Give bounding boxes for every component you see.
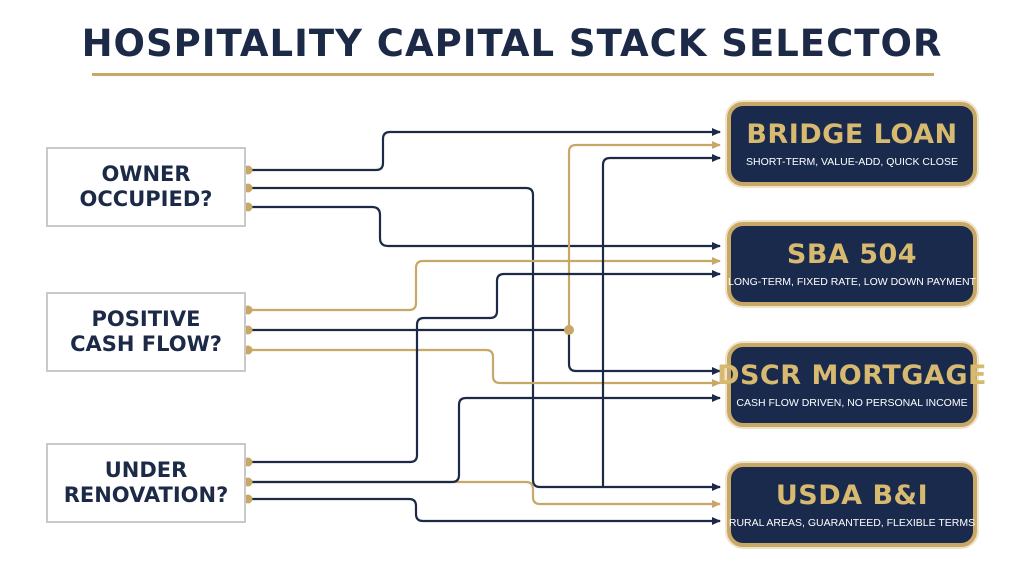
outcome-sba-504[interactable]: SBA 504 LONG-TERM, FIXED RATE, LOW DOWN … (727, 222, 977, 306)
link-dscr-bridge-return (601, 154, 721, 487)
link-owner-bridge (248, 128, 721, 172)
outcome-title: SBA 504 (786, 239, 918, 270)
link-cashflow-renovation (248, 348, 721, 387)
outcome-subtitle: CASH FLOW DRIVEN, NO PERSONAL INCOME (736, 397, 968, 409)
question-owner-occupied: OWNER OCCUPIED? (46, 147, 246, 227)
link-owner-sba (248, 205, 721, 250)
title-underline (92, 73, 934, 76)
link-renovation-usda (248, 480, 721, 508)
outcome-subtitle: LONG-TERM, FIXED RATE, LOW DOWN PAYMENT (728, 276, 976, 288)
link-renovation-sba (248, 270, 721, 464)
outcome-title: BRIDGE LOAN (746, 119, 958, 150)
link-hub-dscr (567, 330, 721, 375)
outcome-subtitle: SHORT-TERM, VALUE-ADD, QUICK CLOSE (746, 156, 958, 168)
link-bridge-feed (567, 141, 721, 330)
outcome-dscr-mortgage[interactable]: DSCR MORTGAGE CASH FLOW DRIVEN, NO PERSO… (717, 343, 986, 427)
link-renovation-usda-low (248, 497, 721, 525)
outcome-usda-bi[interactable]: USDA B&I RURAL AREAS, GUARANTEED, FLEXIB… (727, 463, 977, 547)
outcome-subtitle: RURAL AREAS, GUARANTEED, FLEXIBLE TERMS (728, 517, 976, 529)
link-renovation-dscr (248, 394, 721, 484)
link-owner-usda (248, 186, 721, 491)
outcome-bridge-loan[interactable]: BRIDGE LOAN SHORT-TERM, VALUE-ADD, QUICK… (727, 102, 977, 186)
link-cashflow-sba (248, 257, 721, 312)
outcome-title: DSCR MORTGAGE (717, 360, 987, 391)
question-under-renovation: UNDER RENOVATION? (46, 443, 246, 523)
page-title: HOSPITALITY CAPITAL STACK SELECTOR (81, 22, 943, 65)
junction-dot (564, 325, 574, 335)
question-positive-cash-flow: POSITIVE CASH FLOW? (46, 292, 246, 372)
outcome-title: USDA B&I (775, 480, 929, 511)
